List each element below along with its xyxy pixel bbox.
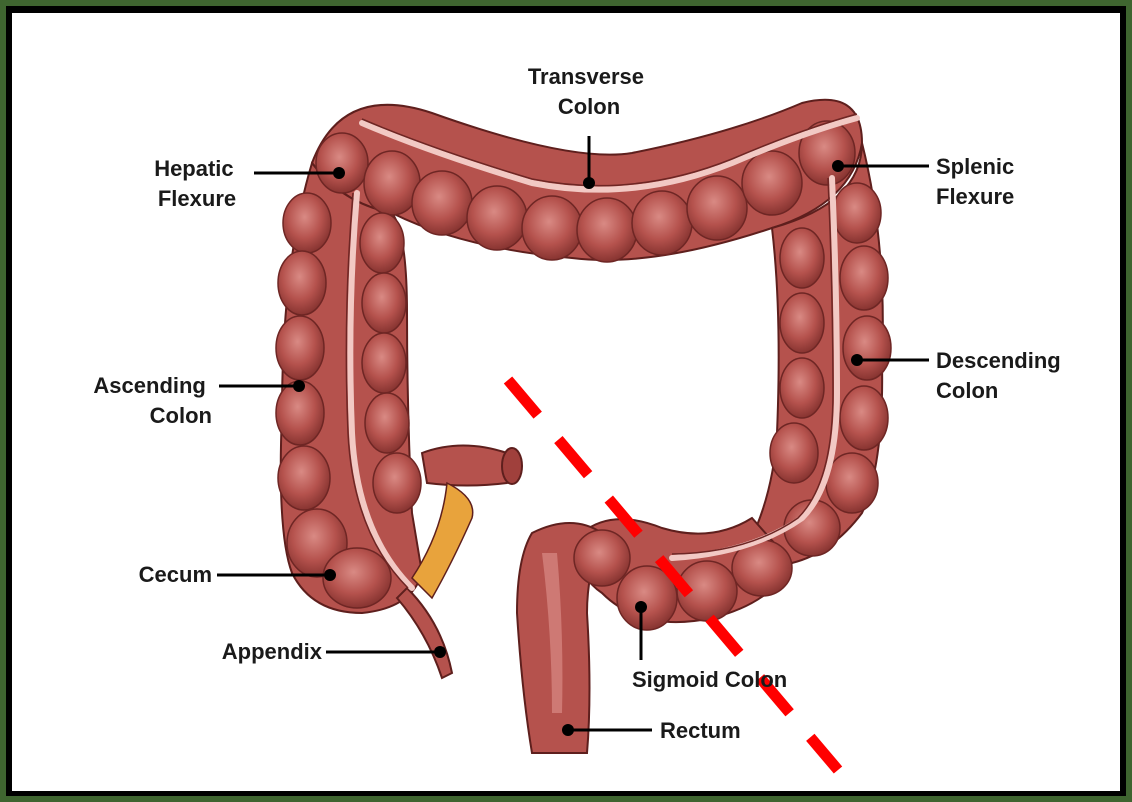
mesoappendix-fat bbox=[412, 483, 473, 598]
ileum-shape bbox=[422, 446, 515, 486]
label-rectum: Rectum bbox=[660, 718, 741, 743]
label-ascending-colon: Ascending Colon bbox=[93, 373, 212, 428]
colon-diagram: Transverse Colon Hepatic Flexure Splenic… bbox=[12, 13, 1120, 791]
label-cecum: Cecum bbox=[139, 562, 212, 587]
label-splenic-flexure: Splenic Flexure bbox=[936, 154, 1020, 209]
label-transverse-colon: Transverse Colon bbox=[528, 64, 650, 119]
appendix-shape bbox=[397, 588, 452, 678]
label-descending-colon: Descending Colon bbox=[936, 348, 1067, 403]
label-appendix: Appendix bbox=[222, 639, 323, 664]
ileum-opening bbox=[502, 448, 522, 484]
label-hepatic-flexure: Hepatic Flexure bbox=[154, 156, 240, 211]
label-sigmoid-colon: Sigmoid Colon bbox=[632, 667, 787, 692]
diagram-canvas: Transverse Colon Hepatic Flexure Splenic… bbox=[12, 13, 1120, 791]
